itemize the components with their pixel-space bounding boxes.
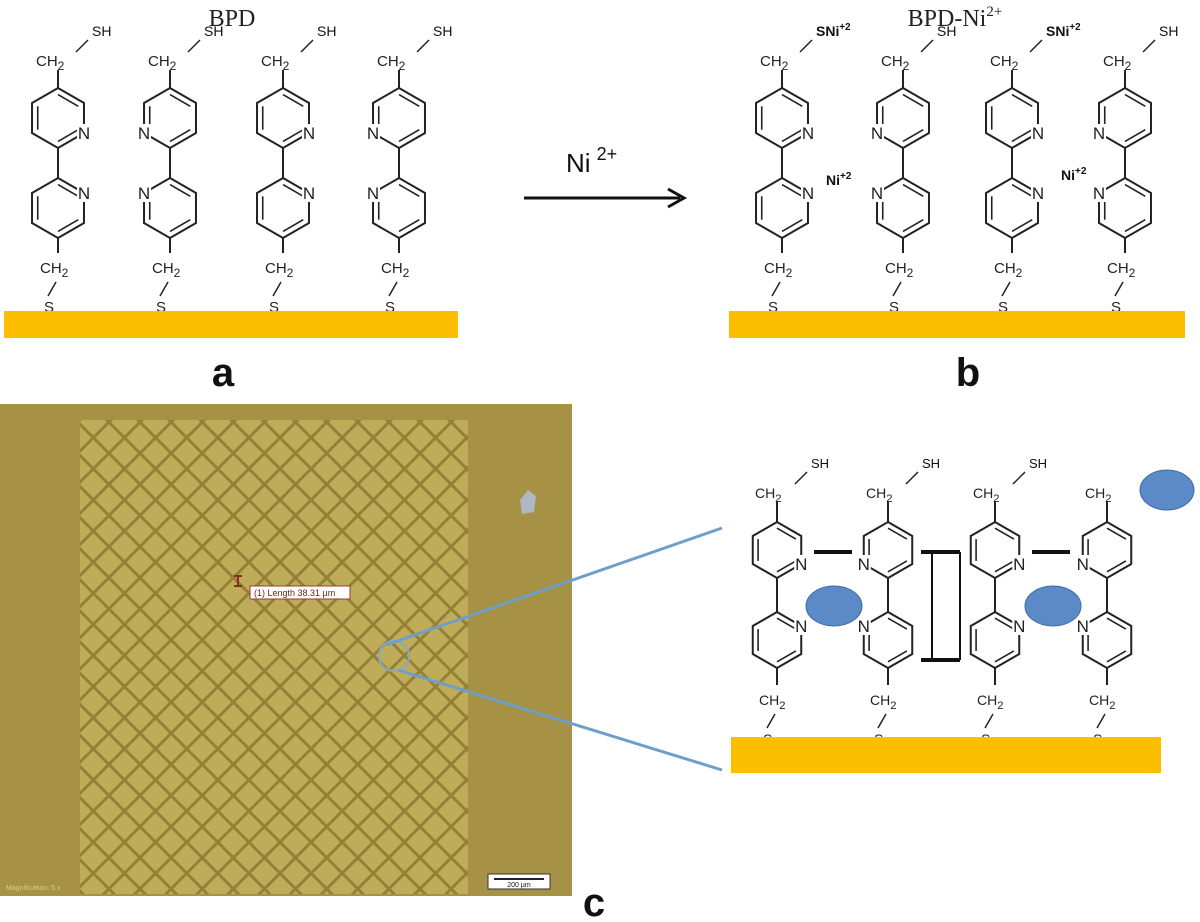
svg-text:S: S	[998, 299, 1008, 316]
measure-label: (1) Length 38.31 µm	[254, 588, 335, 598]
svg-text:N: N	[858, 617, 870, 636]
panel-c-gold-substrate	[731, 737, 1161, 773]
svg-text:Ni+2: Ni+2	[1061, 166, 1087, 183]
svg-text:SNi+2: SNi+2	[1046, 22, 1081, 39]
ni-ion-left	[805, 585, 863, 627]
ni-ion-right	[1024, 585, 1082, 627]
callout-line-top	[385, 526, 723, 647]
svg-text:CH2: CH2	[994, 260, 1023, 280]
svg-text:CH2: CH2	[990, 53, 1019, 73]
svg-text:N: N	[1077, 617, 1089, 636]
svg-text:N: N	[858, 555, 870, 574]
svg-text:CH2: CH2	[148, 53, 177, 73]
svg-text:CH2: CH2	[977, 692, 1003, 712]
svg-text:CH2: CH2	[265, 260, 294, 280]
panel-c-zoom-structure: NNCH2SHCH2SNNCH2SHCH2SNNCH2SHCH2SNNCH2CH…	[731, 456, 1195, 773]
svg-text:SH: SH	[92, 23, 111, 39]
svg-text:S: S	[768, 299, 778, 316]
svg-text:N: N	[138, 124, 150, 143]
svg-text:CH2: CH2	[377, 53, 406, 73]
svg-text:N: N	[1013, 617, 1025, 636]
svg-text:N: N	[802, 184, 814, 203]
svg-text:N: N	[367, 184, 379, 203]
svg-text:CH2: CH2	[381, 260, 410, 280]
svg-text:SH: SH	[204, 23, 223, 39]
callout-line-bottom	[397, 668, 723, 772]
svg-text:SH: SH	[433, 23, 452, 39]
svg-text:N: N	[1032, 124, 1044, 143]
panel-b-gold-substrate	[729, 311, 1185, 338]
svg-text:N: N	[1093, 124, 1105, 143]
svg-text:S: S	[889, 299, 899, 316]
svg-text:CH2: CH2	[760, 53, 789, 73]
svg-text:CH2: CH2	[881, 53, 910, 73]
diamond-grid-pattern	[80, 420, 468, 894]
svg-text:N: N	[1093, 184, 1105, 203]
svg-text:N: N	[303, 184, 315, 203]
svg-text:CH2: CH2	[870, 692, 896, 712]
svg-text:N: N	[1077, 555, 1089, 574]
svg-text:CH2: CH2	[759, 692, 785, 712]
svg-text:N: N	[78, 184, 90, 203]
svg-text:S: S	[269, 299, 279, 316]
svg-text:S: S	[1111, 299, 1121, 316]
svg-text:CH2: CH2	[973, 485, 999, 505]
panel-c-micrograph: (1) Length 38.31 µm 200 µm Magnification…	[0, 404, 572, 896]
svg-text:N: N	[367, 124, 379, 143]
scalebar-label: 200 µm	[507, 882, 531, 889]
panel-b-title: BPD-Ni2+	[908, 4, 1003, 32]
svg-text:CH2: CH2	[261, 53, 290, 73]
panel-c-letter: c	[583, 881, 605, 922]
svg-text:N: N	[802, 124, 814, 143]
svg-text:SH: SH	[1159, 23, 1178, 39]
svg-text:CH2: CH2	[1089, 692, 1115, 712]
svg-text:Ni+2: Ni+2	[826, 171, 852, 188]
panel-a-title: BPD	[209, 6, 256, 32]
svg-text:CH2: CH2	[152, 260, 181, 280]
svg-text:CH2: CH2	[40, 260, 69, 280]
panel-b-letter: b	[956, 351, 980, 395]
svg-text:N: N	[1013, 555, 1025, 574]
svg-text:CH2: CH2	[1107, 260, 1136, 280]
svg-text:S: S	[156, 299, 166, 316]
svg-text:N: N	[78, 124, 90, 143]
svg-text:N: N	[795, 617, 807, 636]
svg-text:CH2: CH2	[764, 260, 793, 280]
svg-text:SH: SH	[811, 456, 829, 471]
panel-b: BPD-Ni2+ NNCH2SNi+2CH2SNNCH2SHCH2SNNCH2S…	[729, 4, 1185, 395]
svg-text:CH2: CH2	[1085, 485, 1111, 505]
panel-a-letter: a	[212, 351, 235, 395]
panel-a-gold-substrate	[4, 311, 458, 338]
svg-text:N: N	[871, 184, 883, 203]
svg-text:CH2: CH2	[885, 260, 914, 280]
svg-text:N: N	[871, 124, 883, 143]
svg-text:S: S	[385, 299, 395, 316]
svg-text:CH2: CH2	[866, 485, 892, 505]
magnification-label: Magnification: 5 x	[6, 885, 61, 892]
svg-text:N: N	[795, 555, 807, 574]
svg-text:S: S	[44, 299, 54, 316]
svg-text:N: N	[303, 124, 315, 143]
ni-ion-top-right	[1139, 469, 1195, 511]
svg-text:SH: SH	[1029, 456, 1047, 471]
svg-text:N: N	[138, 184, 150, 203]
panel-b-molecules: NNCH2SNi+2CH2SNNCH2SHCH2SNNCH2SNi+2CH2SN…	[755, 22, 1178, 316]
svg-text:SH: SH	[937, 23, 956, 39]
svg-text:N: N	[1032, 184, 1044, 203]
svg-text:SH: SH	[922, 456, 940, 471]
surface-defect	[520, 490, 536, 514]
svg-text:CH2: CH2	[755, 485, 781, 505]
svg-text:CH2: CH2	[36, 53, 65, 73]
svg-text:SNi+2: SNi+2	[816, 22, 851, 39]
svg-text:CH2: CH2	[1103, 53, 1132, 73]
svg-text:SH: SH	[317, 23, 336, 39]
